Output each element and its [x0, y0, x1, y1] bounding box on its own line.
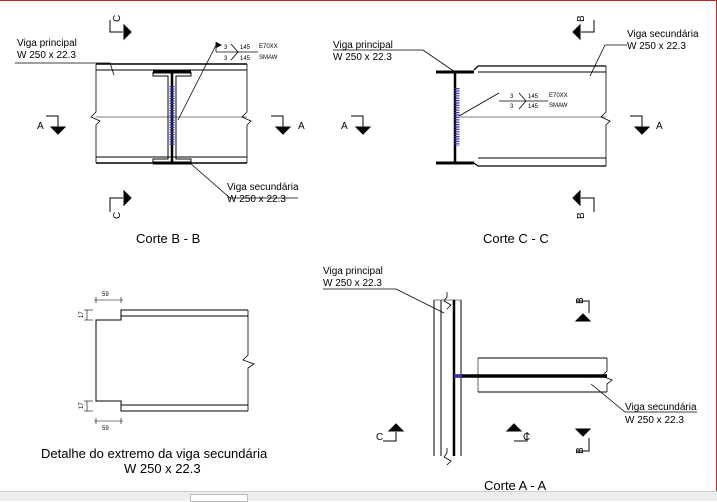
- aa-sec-label-2: W 250 x 22.3: [625, 415, 684, 426]
- cc-cut-right: A: [656, 121, 663, 132]
- bb-weld-size-bot: 3: [224, 56, 228, 62]
- bb-weld-size-top: 3: [224, 45, 228, 51]
- detail-dim-bot-len: 59: [102, 426, 109, 432]
- detail-title-2: W 250 x 22.3: [124, 461, 201, 476]
- bb-main-label-1: Viga principal: [17, 38, 77, 49]
- detail-dim-bot-h: 17: [79, 402, 85, 409]
- aa-title: Corte A - A: [484, 478, 546, 491]
- bb-title: Corte B - B: [136, 231, 200, 246]
- cc-weld-electrode: E70XX: [549, 93, 568, 99]
- bb-cut-right: A: [298, 121, 305, 132]
- cc-main-label-2: W 250 x 22.3: [333, 52, 392, 63]
- cc-sec-label-1: Viga secundária: [627, 29, 699, 40]
- view-corte-aa: [323, 288, 697, 466]
- aa-main-label-2: W 250 x 22.3: [323, 278, 382, 289]
- cc-weld-size-top: 3: [510, 94, 514, 100]
- cc-sec-label-2: W 250 x 22.3: [627, 41, 686, 52]
- cc-cut-bottom: B: [576, 212, 587, 219]
- aa-cut-right: C: [523, 432, 530, 443]
- aa-cut-bottom: B: [575, 447, 586, 454]
- detail-dim-top-len: 59: [102, 292, 109, 298]
- bb-main-label-2: W 250 x 22.3: [17, 50, 76, 61]
- detail-dim-top-h: 17: [79, 311, 85, 318]
- cc-weld-len-bot: 145: [528, 104, 539, 110]
- bb-cut-top: C: [112, 15, 123, 22]
- cc-title: Corte C - C: [483, 231, 549, 246]
- bb-cut-bottom: C: [112, 212, 123, 219]
- aa-cut-left: C: [376, 432, 383, 443]
- bb-weld-len-top: 145: [240, 45, 251, 51]
- aa-main-label-1: Viga principal: [323, 266, 383, 277]
- cc-weld-size-bot: 3: [510, 104, 514, 110]
- bb-sec-label-2: W 250 x 22.3: [227, 194, 286, 205]
- bb-weld-process: SMAW: [259, 55, 278, 61]
- bb-sec-label-1: Viga secundária: [227, 182, 299, 193]
- view-detail: [84, 297, 255, 424]
- cc-cut-left: A: [341, 121, 348, 132]
- view-corte-bb: [15, 20, 298, 212]
- cc-cut-top: B: [576, 15, 587, 22]
- aa-sec-label-1: Viga secundária: [625, 402, 697, 413]
- aa-cut-top: B: [575, 297, 586, 304]
- detail-title-1: Detalhe do extremo da viga secundária: [41, 446, 268, 461]
- bb-weld-len-bot: 145: [240, 56, 251, 62]
- status-field[interactable]: [190, 494, 248, 502]
- cc-weld-process: SMAW: [549, 103, 568, 109]
- bb-cut-left: A: [37, 121, 44, 132]
- cc-main-label-1: Viga principal: [333, 40, 393, 51]
- bb-weld-electrode: E70XX: [259, 44, 278, 50]
- view-corte-cc: [333, 20, 650, 212]
- cc-weld-len-top: 145: [528, 94, 539, 100]
